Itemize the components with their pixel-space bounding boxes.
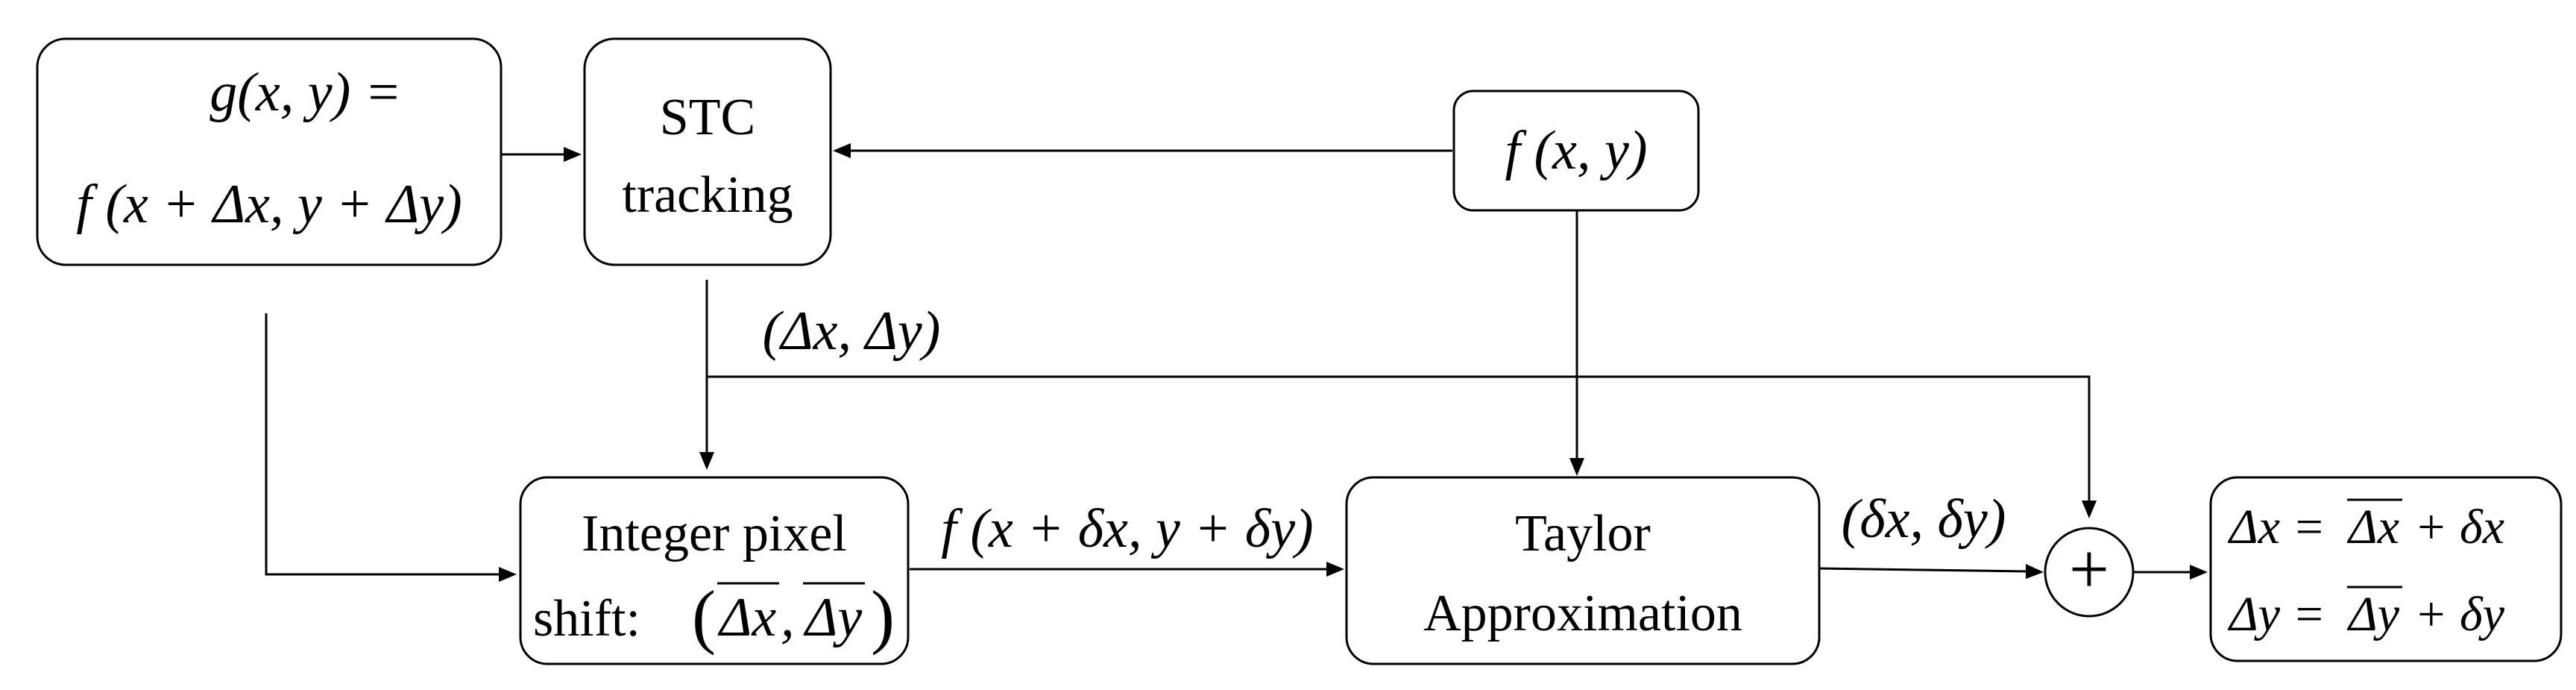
result-dy-bar: Δy <box>2346 587 2400 642</box>
integer-shift-box: Integer pixel shift: ( Δx , Δy ) <box>519 476 910 665</box>
input-image-box: g(x, y) = f (x + Δx, y + Δy) <box>36 37 503 266</box>
stc-tracking-box: STC tracking <box>583 37 832 266</box>
input-g-line2: f (x + Δx, y + Δy) <box>76 174 462 235</box>
result-box: Δx = Δx + δx Δy = Δy + δy <box>2209 476 2563 662</box>
integer-shift-line2: shift: <box>533 590 640 647</box>
result-dx-lhs: Δx = <box>2227 500 2325 554</box>
label-subpixel-displacement: (δx, δy) <box>1842 489 2006 550</box>
stc-line2: tracking <box>622 166 793 224</box>
arrowhead-coarse-disp-to-sum <box>2082 501 2097 518</box>
arrow-taylor-to-sum <box>1818 567 2027 573</box>
reference-f-label: f (x, y) <box>1505 120 1647 181</box>
result-dx-plus: + δx <box>2414 500 2504 554</box>
label-shifted-image: f (x + δx, y + δy) <box>941 498 1313 559</box>
result-dy-lhs: Δy = <box>2227 587 2325 642</box>
svg-text:,: , <box>781 587 795 648</box>
arrowhead-f-to-stc <box>833 143 851 158</box>
svg-text:(: ( <box>692 576 716 656</box>
reference-image-box: f (x, y) <box>1452 90 1700 212</box>
arrowhead-g-to-stc <box>564 147 582 162</box>
integer-shift-line1: Integer pixel <box>582 505 847 562</box>
sum-node: + <box>2044 527 2135 618</box>
sum-plus-symbol: + <box>2069 529 2109 609</box>
arrowhead-stc-to-integer-shift <box>699 452 714 470</box>
integer-shift-dx-bar: Δx <box>717 587 776 648</box>
stc-line1: STC <box>660 89 755 146</box>
label-coarse-displacement: (Δx, Δy) <box>763 301 941 362</box>
connectors <box>265 143 2208 582</box>
integer-shift-tuple: ( Δx , Δy ) <box>692 576 895 656</box>
integer-shift-dy-bar: Δy <box>803 587 862 648</box>
arrowhead-sum-to-result <box>2190 565 2208 580</box>
arrowhead-f-to-taylor <box>1569 458 1584 476</box>
result-dy-plus: + δy <box>2414 587 2505 642</box>
svg-text:): ) <box>871 576 895 656</box>
input-g-line1: g(x, y) = <box>210 62 401 123</box>
arrow-coarse-disp-to-sum <box>707 375 2091 501</box>
taylor-line1: Taylor <box>1515 505 1651 562</box>
result-dx-bar: Δx <box>2346 500 2399 554</box>
taylor-line2: Approximation <box>1423 585 1742 642</box>
arrowhead-shift-to-taylor <box>1326 562 1344 577</box>
arrowhead-g-to-integer-shift <box>499 567 517 582</box>
taylor-box: Taylor Approximation <box>1345 476 1821 665</box>
arrow-g-to-integer-shift <box>265 313 500 576</box>
arrowhead-taylor-to-sum <box>2026 564 2044 579</box>
